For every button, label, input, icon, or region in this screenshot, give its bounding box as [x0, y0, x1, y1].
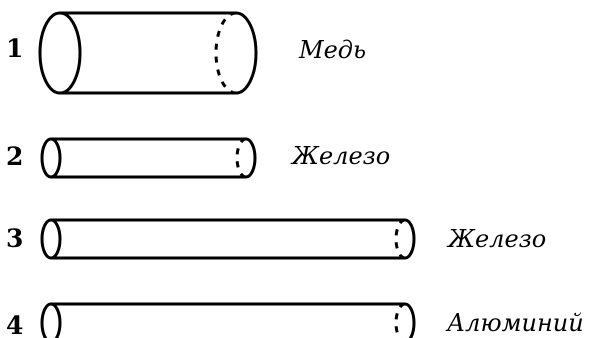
cylinder-2-front-face: [40, 137, 62, 179]
cylinder-3: 3 Железо: [6, 218, 546, 260]
item-4-number: 4: [6, 311, 23, 338]
item-2-number: 2: [6, 142, 23, 171]
cylinder-3-hidden-edge: [394, 218, 406, 260]
cylinder-2-hidden-edge: [235, 137, 247, 179]
cylinder-4: 4 Алюминий: [6, 302, 584, 338]
item-4-material: Алюминий: [445, 309, 584, 337]
cylinder-2-body: [49, 137, 257, 179]
cylinder-2: 2 Железо: [6, 137, 390, 179]
item-3-material: Железо: [446, 225, 546, 253]
cylinder-1: 1 Медь: [6, 11, 366, 95]
cylinder-3-front-face: [40, 218, 62, 260]
item-2-material: Железо: [290, 142, 390, 170]
cylinder-4-hidden-edge: [394, 302, 406, 338]
cylinder-1-body: [58, 11, 258, 95]
item-1-material: Медь: [298, 36, 366, 64]
cylinder-4-front-face: [40, 302, 62, 338]
cylinder-1-hidden-edge: [214, 11, 237, 95]
cylinder-4-body: [49, 302, 416, 338]
item-3-number: 3: [6, 224, 23, 253]
item-1-number: 1: [6, 34, 23, 63]
cylinder-1-front-face: [38, 11, 82, 95]
cylinder-3-body: [49, 218, 416, 260]
